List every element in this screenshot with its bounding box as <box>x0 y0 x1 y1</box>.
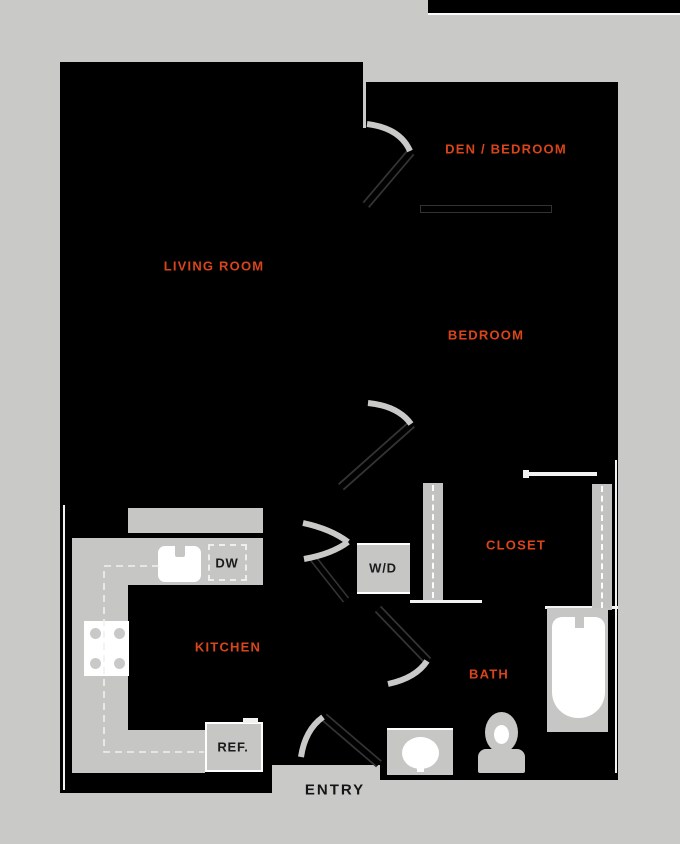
bathroom-sink-faucet <box>417 758 424 772</box>
tub-wall-line <box>545 606 618 609</box>
right-wall-hairline <box>615 460 617 773</box>
kitchen-counter-upper <box>128 508 263 533</box>
stove-burner <box>114 658 125 669</box>
bathtub-faucet <box>575 614 584 628</box>
bathtub-basin <box>552 617 605 718</box>
entry-notch <box>272 765 380 793</box>
header-bar <box>428 0 680 13</box>
kitchen-counter-left <box>72 585 128 773</box>
dishwasher-label: DW <box>215 555 239 571</box>
kitchen-counter-bottom <box>128 730 205 773</box>
toilet-tank <box>478 749 525 773</box>
stove <box>84 621 129 676</box>
closet-wall-right <box>592 484 612 610</box>
room-label-closet: CLOSET <box>486 537 546 553</box>
entry-label: ENTRY <box>304 781 366 799</box>
stove-burner <box>114 628 125 639</box>
kitchen-sink-faucet <box>175 541 185 557</box>
stove-burner <box>90 658 101 669</box>
stove-burner <box>90 628 101 639</box>
dishwasher-box <box>208 544 247 581</box>
toilet-bowl-inner <box>494 725 509 744</box>
room-label-bath: BATH <box>469 666 509 682</box>
closet-shelf <box>525 472 597 476</box>
room-label-bedroom: BEDROOM <box>447 327 525 343</box>
refrigerator-box <box>205 722 263 772</box>
den-bedroom-wall <box>420 205 552 213</box>
room-label-living-room: LIVING ROOM <box>163 258 265 274</box>
room-label-den-bedroom: DEN / BEDROOM <box>445 141 567 157</box>
closet-wall-left <box>423 483 443 600</box>
room-label-kitchen: KITCHEN <box>194 639 262 655</box>
washer-dryer-label: W/D <box>369 560 397 576</box>
header-bar-underline <box>428 13 680 15</box>
left-wall-hairline <box>63 505 65 790</box>
closet-shelf-end-cap <box>523 470 529 478</box>
refrigerator-handle <box>243 718 258 723</box>
closet-bath-wall-line <box>410 600 482 603</box>
refrigerator-label: REF. <box>217 739 249 755</box>
washer-dryer-box <box>357 543 410 594</box>
wall-gap-line <box>363 62 366 128</box>
